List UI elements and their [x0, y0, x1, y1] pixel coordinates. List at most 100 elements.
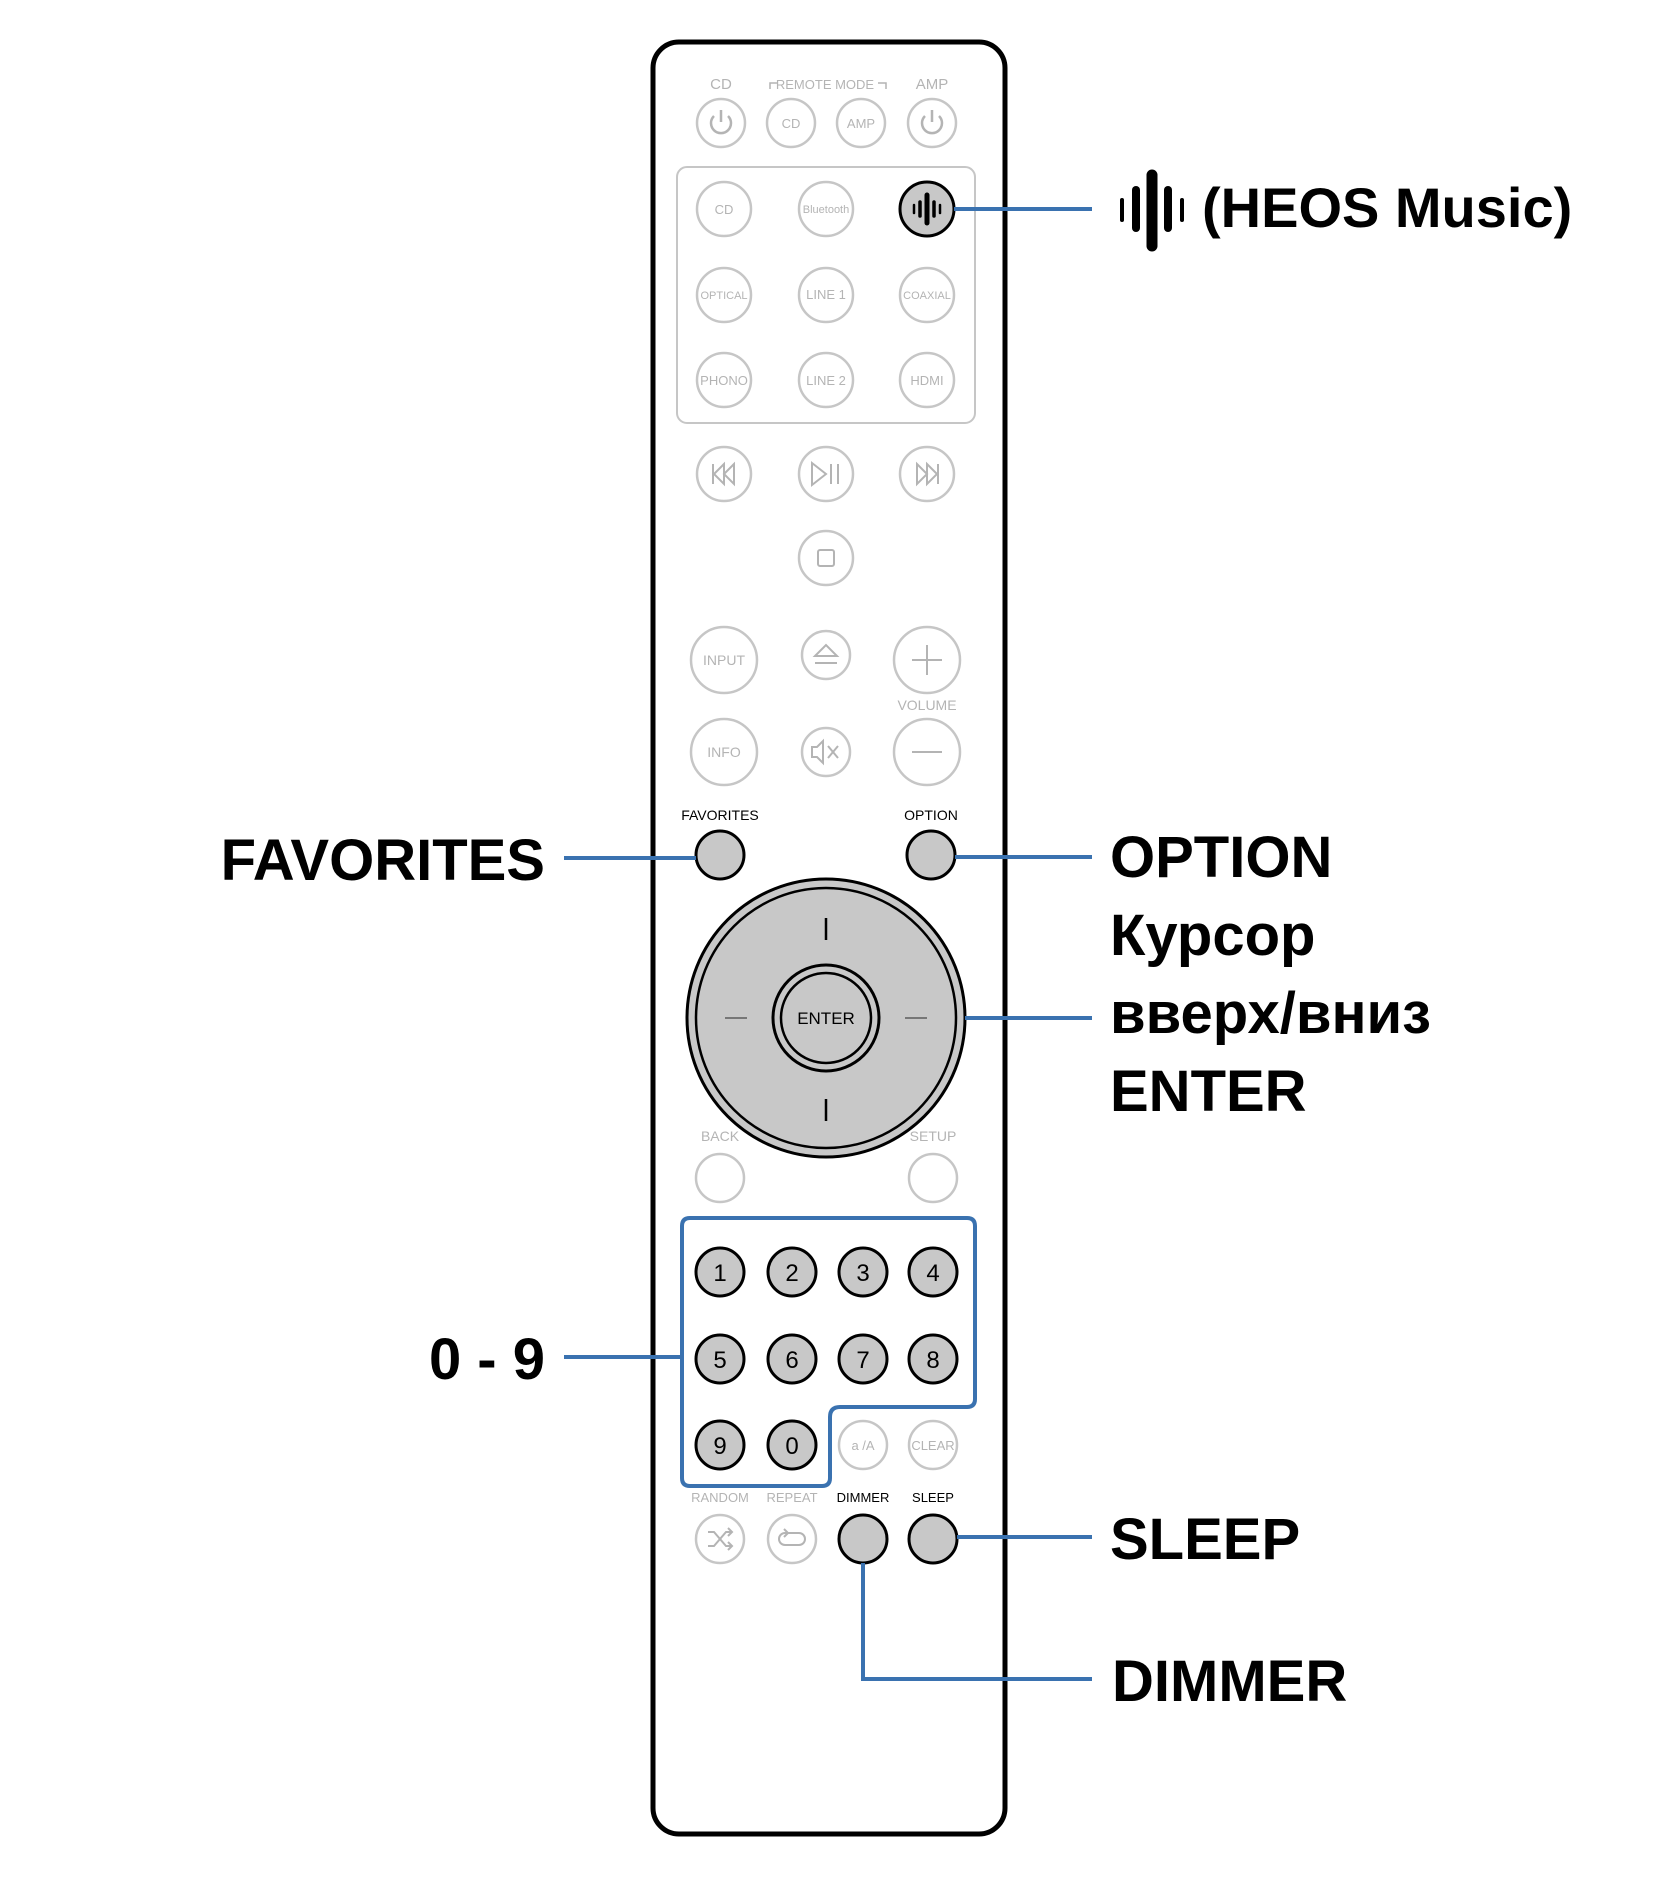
digit-4-label: 4: [926, 1260, 939, 1287]
stop-icon: [817, 549, 835, 567]
source-line1-button[interactable]: LINE 1: [797, 266, 855, 324]
dimmer-leader-line: [861, 1563, 1092, 1681]
repeat-label: REPEAT: [766, 1490, 817, 1505]
alpha-toggle-button[interactable]: a /A: [837, 1419, 889, 1471]
option-button-label: OPTION: [904, 807, 958, 823]
sleep-callout: SLEEP: [1110, 1507, 1300, 1572]
setup-label: SETUP: [910, 1128, 957, 1144]
source-hdmi-button[interactable]: HDMI: [898, 351, 956, 409]
mode-amp-label: AMP: [847, 116, 875, 131]
clear-label: CLEAR: [911, 1438, 954, 1453]
digit-7-button[interactable]: 7: [837, 1333, 889, 1385]
mode-cd-button[interactable]: CD: [765, 97, 817, 149]
cursor-callout-line2: вверх/вниз: [1110, 981, 1431, 1046]
remote-mode-label: REMOTE MODE: [776, 77, 875, 92]
enter-button[interactable]: ENTER: [771, 963, 881, 1073]
digit-8-label: 8: [926, 1347, 939, 1374]
favorites-callout: FAVORITES: [221, 828, 545, 893]
source-bluetooth-label: Bluetooth: [803, 204, 849, 216]
favorites-button-label: FAVORITES: [681, 807, 759, 823]
favorites-button[interactable]: [694, 829, 746, 881]
source-optical-button[interactable]: OPTICAL: [695, 266, 753, 324]
dimmer-button-label: DIMMER: [837, 1490, 890, 1505]
back-button[interactable]: [694, 1152, 746, 1204]
source-cd-button[interactable]: CD: [695, 180, 753, 238]
digit-0-button[interactable]: 0: [766, 1419, 818, 1471]
enter-button-label: ENTER: [797, 1009, 855, 1028]
option-callout: OPTION: [1110, 825, 1332, 890]
volume-up-button[interactable]: [892, 625, 962, 695]
digit-5-label: 5: [713, 1347, 726, 1374]
dimmer-button[interactable]: [837, 1513, 889, 1565]
source-coaxial-label: COAXIAL: [903, 290, 951, 302]
cd-power-label: CD: [710, 76, 732, 93]
repeat-icon: [778, 1528, 806, 1546]
random-label: RANDOM: [691, 1490, 749, 1505]
next-track-button[interactable]: [898, 445, 956, 503]
skip-back-icon: [712, 461, 735, 487]
volume-label: VOLUME: [897, 697, 956, 713]
source-line1-label: LINE 1: [806, 287, 846, 302]
digit-6-button[interactable]: 6: [766, 1333, 818, 1385]
digit-3-button[interactable]: 3: [837, 1246, 889, 1298]
heos-music-button[interactable]: [898, 180, 956, 238]
option-button[interactable]: [905, 829, 957, 881]
digit-3-label: 3: [856, 1260, 869, 1287]
digit-4-button[interactable]: 4: [907, 1246, 959, 1298]
digit-1-label: 1: [713, 1260, 726, 1287]
info-label: INFO: [707, 744, 741, 760]
sleep-button-label: SLEEP: [912, 1490, 954, 1505]
digit-7-label: 7: [856, 1347, 869, 1374]
digit-9-label: 9: [713, 1433, 726, 1460]
source-cd-label: CD: [715, 202, 734, 217]
mode-cd-label: CD: [782, 116, 801, 131]
skip-forward-icon: [916, 461, 939, 487]
remote-mode-bracket-left: [769, 82, 778, 89]
mute-icon: [811, 738, 839, 766]
source-phono-label: PHONO: [700, 373, 748, 388]
stop-button[interactable]: [797, 529, 855, 587]
heos-callout: (HEOS Music): [1202, 176, 1572, 239]
source-bluetooth-button[interactable]: Bluetooth: [797, 180, 855, 238]
digit-0-label: 0: [785, 1433, 798, 1460]
digit-9-button[interactable]: 9: [694, 1419, 746, 1471]
random-button[interactable]: [694, 1513, 746, 1565]
input-button[interactable]: INPUT: [689, 625, 759, 695]
info-button[interactable]: INFO: [689, 717, 759, 787]
digit-5-button[interactable]: 5: [694, 1333, 746, 1385]
digit-1-button[interactable]: 1: [694, 1246, 746, 1298]
sleep-button[interactable]: [907, 1513, 959, 1565]
source-line2-button[interactable]: LINE 2: [797, 351, 855, 409]
digit-2-label: 2: [785, 1260, 798, 1287]
shuffle-icon: [708, 1527, 734, 1551]
heos-icon: [1120, 169, 1184, 252]
plus-icon: [912, 645, 942, 675]
remote-mode-bracket-right: [878, 82, 887, 89]
digits-highlight: [680, 1216, 977, 1488]
prev-track-button[interactable]: [695, 445, 753, 503]
repeat-button[interactable]: [766, 1513, 818, 1565]
digits-callout: 0 - 9: [429, 1327, 545, 1392]
eject-button[interactable]: [800, 629, 852, 681]
input-label: INPUT: [703, 652, 745, 668]
source-hdmi-label: HDMI: [910, 373, 943, 388]
eject-icon: [812, 643, 840, 664]
amp-power-button[interactable]: [906, 97, 958, 149]
setup-button[interactable]: [907, 1152, 959, 1204]
digit-6-label: 6: [785, 1347, 798, 1374]
digit-8-button[interactable]: 8: [907, 1333, 959, 1385]
source-line2-label: LINE 2: [806, 373, 846, 388]
play-pause-button[interactable]: [797, 445, 855, 503]
mode-amp-button[interactable]: AMP: [835, 97, 887, 149]
source-coaxial-button[interactable]: COAXIAL: [898, 266, 956, 324]
source-phono-button[interactable]: PHONO: [695, 351, 753, 409]
dimmer-callout: DIMMER: [1112, 1649, 1347, 1714]
volume-down-button[interactable]: [892, 717, 962, 787]
cursor-callout-line1: Курсор: [1110, 903, 1315, 968]
cd-power-button[interactable]: [695, 97, 747, 149]
amp-power-label: AMP: [916, 76, 949, 93]
mute-button[interactable]: [800, 726, 852, 778]
clear-button[interactable]: CLEAR: [907, 1419, 959, 1471]
digit-2-button[interactable]: 2: [766, 1246, 818, 1298]
